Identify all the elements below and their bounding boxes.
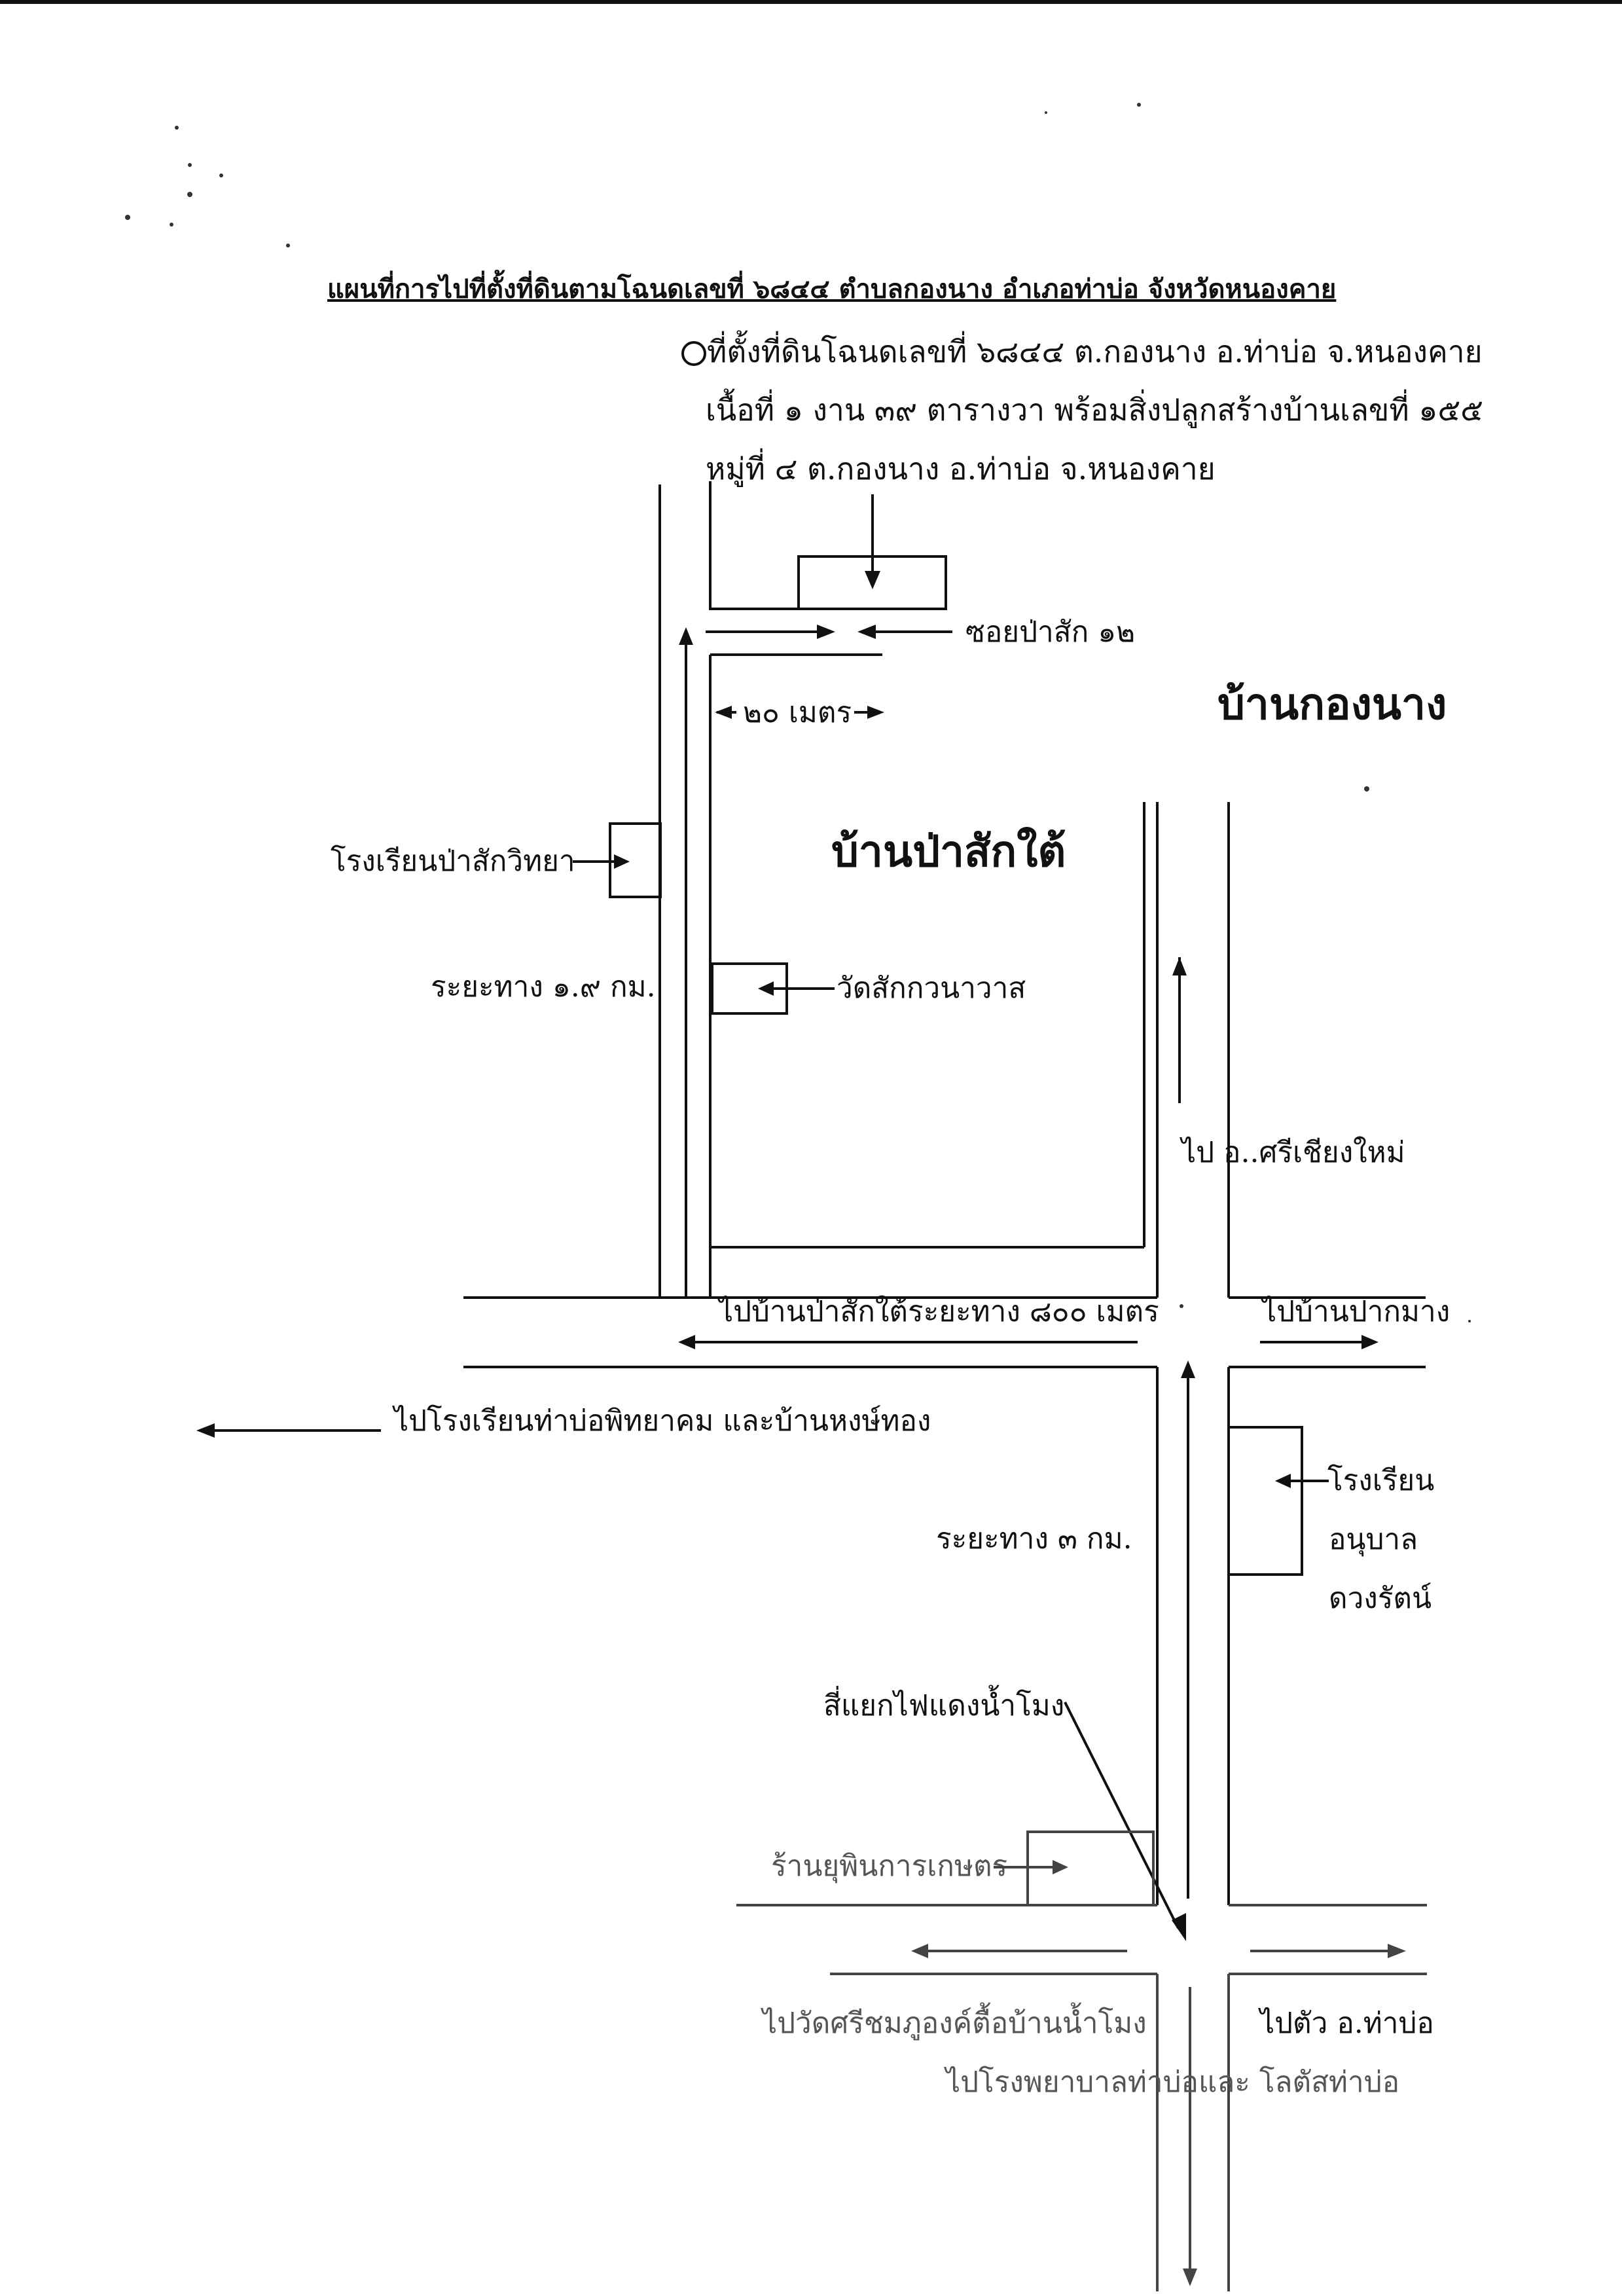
to-thabo-school-arrowhead (196, 1423, 215, 1438)
distance-left-label: ระยะทาง ๑.๙ กม. (431, 970, 656, 1004)
school-pasak-arrowhead (614, 854, 630, 869)
kindergarten-arrowhead (1275, 1474, 1291, 1488)
traffic-light-arrow (1064, 1702, 1180, 1929)
to-hospital-label: ไปโรงพยาบาลท่าบ่อและ โลตัสท่าบ่อ (944, 2066, 1399, 2099)
soi-road-upper-edge (709, 481, 946, 610)
right-road-north-arrowhead (1172, 957, 1187, 975)
shop-arrowhead (1053, 1860, 1068, 1874)
left-road-north-arrowhead (679, 627, 693, 645)
lower-road-east-arrowhead (1388, 1944, 1406, 1958)
scan-specks (125, 103, 1471, 1322)
to-thabo-town-label: ไปตัว อ.ท่าบ่อ (1258, 2007, 1434, 2040)
to-paknam-label: ไปบ้านปากมาง (1260, 1295, 1450, 1328)
parcel-box (797, 555, 947, 610)
village-kongnang-label: บ้านกองนาง (1217, 678, 1447, 729)
to-thabo-school-label: ไปโรงเรียนท่าบ่อพิทยาคม และบ้านหงษ์ทอง (392, 1404, 931, 1438)
bottom-road-south-arrowhead (1183, 2269, 1197, 2286)
to-pasaktai-arrowhead (678, 1335, 695, 1349)
kindergarten-label-line-2: อนุบาล (1329, 1523, 1418, 1557)
traffic-light-arrowhead (1172, 1913, 1186, 1941)
kindergarten-label-line-1: โรงเรียน (1327, 1464, 1434, 1497)
parcel-pointer-arrowhead (865, 571, 880, 589)
to-pasaktai-label: ไปบ้านป่าสักใต้ระยะทาง ๘๐๐ เมตร (717, 1295, 1159, 1328)
soi-label: ซอยป่าสัก ๑๒ (965, 615, 1135, 649)
width-label: ๒๐ เมตร (743, 696, 852, 729)
temple-arrowhead (758, 981, 774, 996)
shop-label: ร้านยุพินการเกษตร (771, 1850, 1007, 1884)
right-road-lower-north-arrowhead (1181, 1360, 1195, 1378)
map-title: แผนที่การไปที่ตั้งที่ดินตามโฉนดเลขที่ ๖๘… (327, 270, 1336, 304)
parcel-info-line-3: หมู่ที่ ๔ ต.กองนาง อ.ท่าบ่อ จ.หนองคาย (706, 448, 1216, 487)
soi-arrow-left-head (857, 625, 876, 639)
to-paknam-arrowhead (1361, 1335, 1379, 1349)
soi-arrow-right-head (817, 625, 835, 639)
to-temple-nammong-label: ไปวัดศรีชมภูองค์ตื้อบ้านน้ำโมง (761, 2002, 1147, 2041)
kindergarten-label-line-3: ดวงรัตน์ (1329, 1582, 1432, 1615)
width-label-bg (736, 693, 854, 729)
temple-label: วัดสักกวนาวาส (837, 972, 1026, 1005)
village-pasaktai-label: บ้านป่าสักใต้ (831, 826, 1066, 877)
parcel-info-line-2: เนื้อที่ ๑ งาน ๓๙ ตารางวา พร้อมสิ่งปลูกส… (706, 388, 1483, 428)
parcel-marker-icon (681, 341, 706, 366)
width-arrow-left-head (715, 706, 732, 719)
parcel-info-line-1: ที่ตั้งที่ดินโฉนดเลขที่ ๖๘๔๔ ต.กองนาง อ.… (707, 330, 1483, 369)
to-sichiangmai-label: ไป อ..ศรีเชียงใหม่ (1180, 1136, 1405, 1169)
traffic-light-label: สี่แยกไฟแดงน้ำโมง (823, 1685, 1064, 1722)
school-pasak-label: โรงเรียนป่าสักวิทยา (331, 845, 575, 878)
width-arrow-right-head (867, 706, 884, 719)
distance-3km-label: ระยะทาง ๓ กม. (936, 1522, 1132, 1556)
lower-road-west-arrowhead (911, 1944, 928, 1958)
kindergarten-box (1227, 1426, 1303, 1576)
